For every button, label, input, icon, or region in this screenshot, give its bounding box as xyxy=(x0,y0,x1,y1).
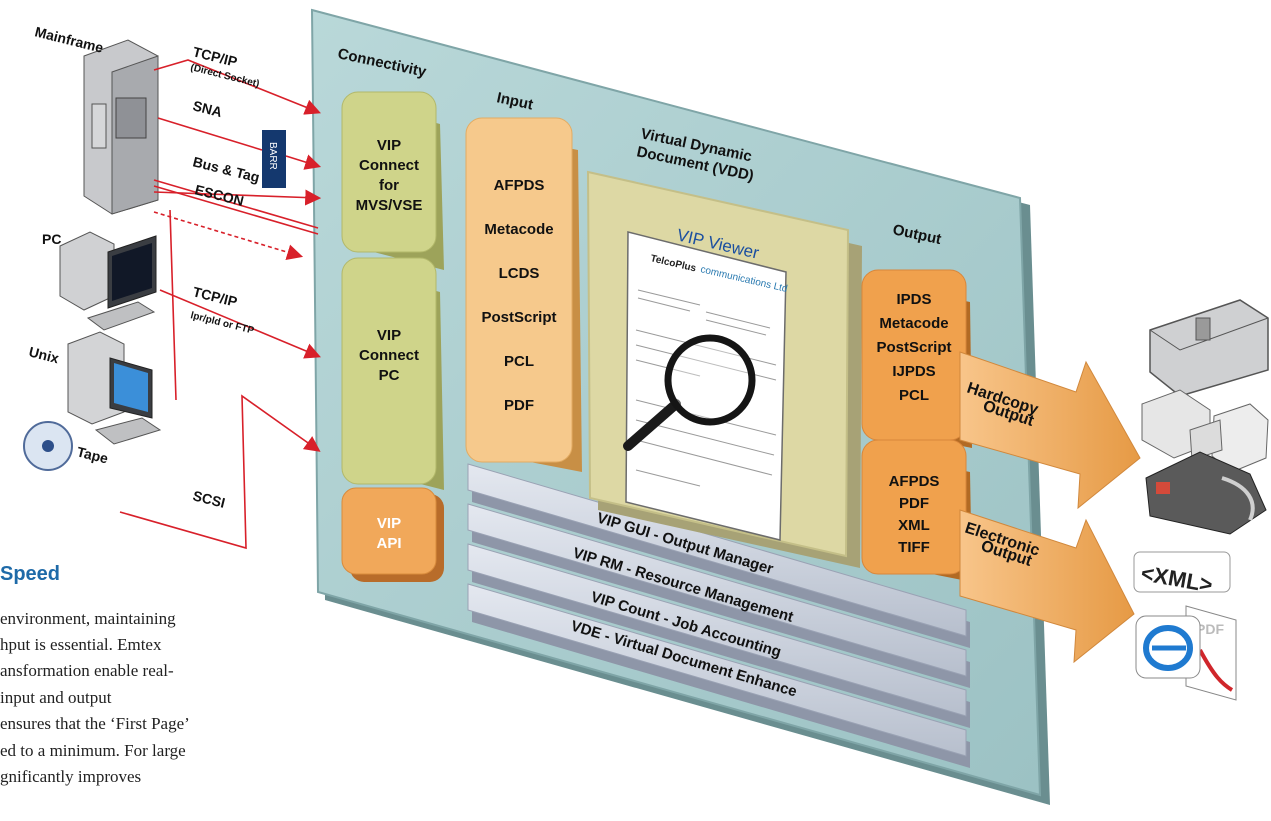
module-bar-3 xyxy=(467,543,970,728)
pc-label: PC xyxy=(42,231,61,247)
link-label-lpr: lpr/pld or FTP xyxy=(189,310,255,336)
connect-box-mvs: VIP Connect for MVS/VSE xyxy=(341,91,444,270)
link-escon xyxy=(153,211,304,260)
format-label: TIFF xyxy=(898,539,930,556)
tape-label: Tape xyxy=(75,443,110,466)
format-label: IPDS xyxy=(896,291,931,308)
speed-text-line: hput is essential. Emtex xyxy=(0,635,162,654)
web-pdf-icon: PDF xyxy=(1135,605,1237,701)
link-vertical xyxy=(169,209,177,401)
link-label-scsi: SCSI xyxy=(191,487,227,510)
link-sna xyxy=(157,117,263,151)
xml-badge: <XML> xyxy=(1133,551,1231,597)
speed-text-line: ansformation enable real- xyxy=(0,661,174,680)
format-label: XML xyxy=(898,517,930,534)
link-label-sna: SNA xyxy=(191,97,224,120)
format-label: PCL xyxy=(899,387,929,404)
connect-box-line: for xyxy=(379,177,399,194)
link-tcpip-lpr xyxy=(159,289,321,359)
connect-box-line: Connect xyxy=(359,347,419,364)
unix-label: Unix xyxy=(27,343,61,366)
mainframe-label: Mainframe xyxy=(33,23,105,56)
format-label: PostScript xyxy=(481,309,556,326)
continuous-printer-icon xyxy=(1141,389,1269,473)
electronic-formats-box: AFPDS PDF XML TIFF xyxy=(861,439,972,582)
inkjet-printer-icon xyxy=(1145,451,1267,535)
speed-text-line: gnificantly improves xyxy=(0,767,142,786)
link-scsi xyxy=(119,394,321,550)
format-label: LCDS xyxy=(499,265,540,282)
speed-text-line: environment, maintaining xyxy=(0,609,176,628)
vdd-viewer-box: VIP Viewer TelcoPlus communications Ltd xyxy=(586,170,862,568)
format-label: AFPDS xyxy=(889,473,940,490)
connect-box-line: PC xyxy=(379,367,400,384)
speed-heading: Speed xyxy=(0,563,61,585)
module-bar-4 xyxy=(467,583,970,768)
api-box-line: API xyxy=(376,535,401,552)
pdf-label: PDF xyxy=(1196,621,1224,637)
link-label-bus-tag: Bus & Tag xyxy=(191,153,261,185)
connect-box-line: Connect xyxy=(359,157,419,174)
speed-text-line: ed to a minimum. For large xyxy=(0,741,186,760)
api-box-line: VIP xyxy=(377,515,401,532)
document-page: TelcoPlus communications Ltd xyxy=(625,231,788,541)
speed-text-line: ensures that the ‘First Page’ xyxy=(0,714,190,733)
link-bus-tag-2 xyxy=(153,185,319,235)
mainframe-icon xyxy=(83,39,159,215)
module-bar-1 xyxy=(467,463,970,648)
format-label: PDF xyxy=(899,495,929,512)
link-sna-out xyxy=(285,154,322,170)
api-box: VIP API xyxy=(341,487,444,582)
format-label: PostScript xyxy=(876,339,951,356)
tape-icon xyxy=(23,421,73,471)
format-label: Metacode xyxy=(879,315,948,332)
module-stack: VIP GUI - Output Manager VIP RM - Resour… xyxy=(467,463,970,768)
connect-box-line: MVS/VSE xyxy=(356,197,423,214)
unix-workstation-icon xyxy=(67,331,162,445)
link-bus-tag-3 xyxy=(153,189,322,206)
production-printer-icon xyxy=(1149,299,1269,397)
link-bus-tag-1 xyxy=(153,179,319,229)
connection-lines xyxy=(119,59,322,550)
link-tcpip-direct xyxy=(153,59,321,115)
magnifier-icon xyxy=(623,334,756,451)
speed-text-line: input and output xyxy=(0,688,112,707)
connect-box-line: VIP xyxy=(377,137,401,154)
pc-icon xyxy=(59,231,157,331)
format-label: PDF xyxy=(504,397,534,414)
format-label: PCL xyxy=(504,353,534,370)
format-label: AFPDS xyxy=(494,177,545,194)
barr-label: BARR xyxy=(267,142,278,170)
format-label: Metacode xyxy=(484,221,553,238)
barr-box: BARR xyxy=(262,130,286,188)
hardcopy-output-arrow: Hardcopy Output xyxy=(959,351,1141,510)
module-bar-2 xyxy=(467,503,970,688)
format-label: IJPDS xyxy=(892,363,935,380)
electronic-output-arrow: Electronic Output xyxy=(959,509,1135,664)
connect-box-line: VIP xyxy=(377,327,401,344)
connect-box-pc: VIP Connect PC xyxy=(341,257,444,490)
